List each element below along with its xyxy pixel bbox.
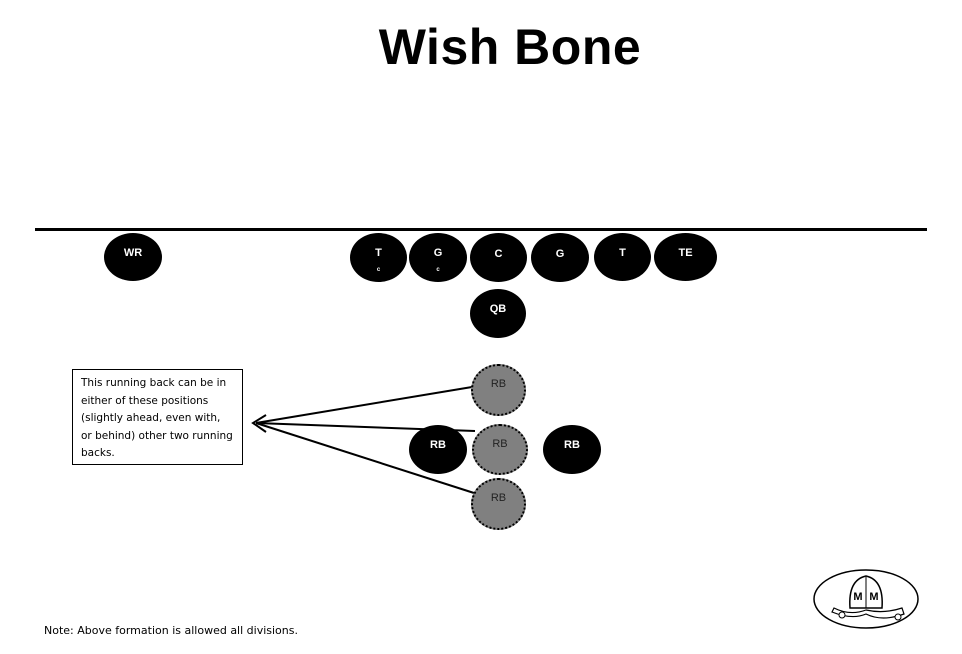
player-right-running-back: RB: [543, 425, 601, 474]
player-center: C: [470, 233, 527, 282]
player-left-running-back: RB: [409, 425, 467, 474]
player-tight-end: TE: [654, 233, 717, 281]
player-label: T: [619, 247, 626, 259]
player-label: RB: [492, 438, 508, 450]
player-wide-receiver: WR: [104, 233, 162, 281]
player-label: WR: [123, 247, 143, 259]
player-alternate-running-back-even: RB: [472, 424, 528, 475]
arrow-line-middle: [255, 422, 476, 432]
arrow-line-top: [255, 386, 473, 424]
player-label: G: [433, 247, 443, 259]
footnote: Note: Above formation is allowed all div…: [44, 624, 298, 637]
player-label: G: [555, 248, 565, 260]
player-label: RB: [430, 439, 446, 451]
player-right-guard: G: [531, 233, 589, 282]
player-label: TE: [678, 247, 693, 259]
logo-letter-left: M: [853, 591, 862, 603]
player-left-guard: G c: [409, 233, 467, 282]
player-sub-label: c: [376, 267, 381, 273]
logo-letter-right: M: [869, 591, 878, 603]
helmet-logo-icon: M M: [813, 569, 919, 629]
player-label: C: [494, 248, 503, 260]
player-label: RB: [490, 492, 507, 504]
callout-box: This running back can be in either of th…: [72, 369, 243, 465]
player-label: RB: [564, 439, 580, 451]
player-alternate-running-back-ahead: RB: [471, 364, 526, 416]
player-label: T: [375, 247, 382, 259]
page-title: Wish Bone: [378, 19, 642, 75]
player-alternate-running-back-behind: RB: [471, 478, 526, 530]
callout-text: This running back can be in either of th…: [81, 377, 233, 459]
player-label: RB: [490, 378, 507, 390]
arrow-line-bottom: [255, 422, 475, 494]
player-right-tackle: T: [594, 233, 651, 281]
arrowhead: [251, 414, 267, 433]
player-quarterback: QB: [470, 289, 526, 338]
line-of-scrimmage: [35, 228, 927, 231]
player-sub-label: c: [436, 267, 440, 273]
player-left-tackle: T c: [350, 233, 407, 282]
player-label: QB: [489, 303, 507, 315]
